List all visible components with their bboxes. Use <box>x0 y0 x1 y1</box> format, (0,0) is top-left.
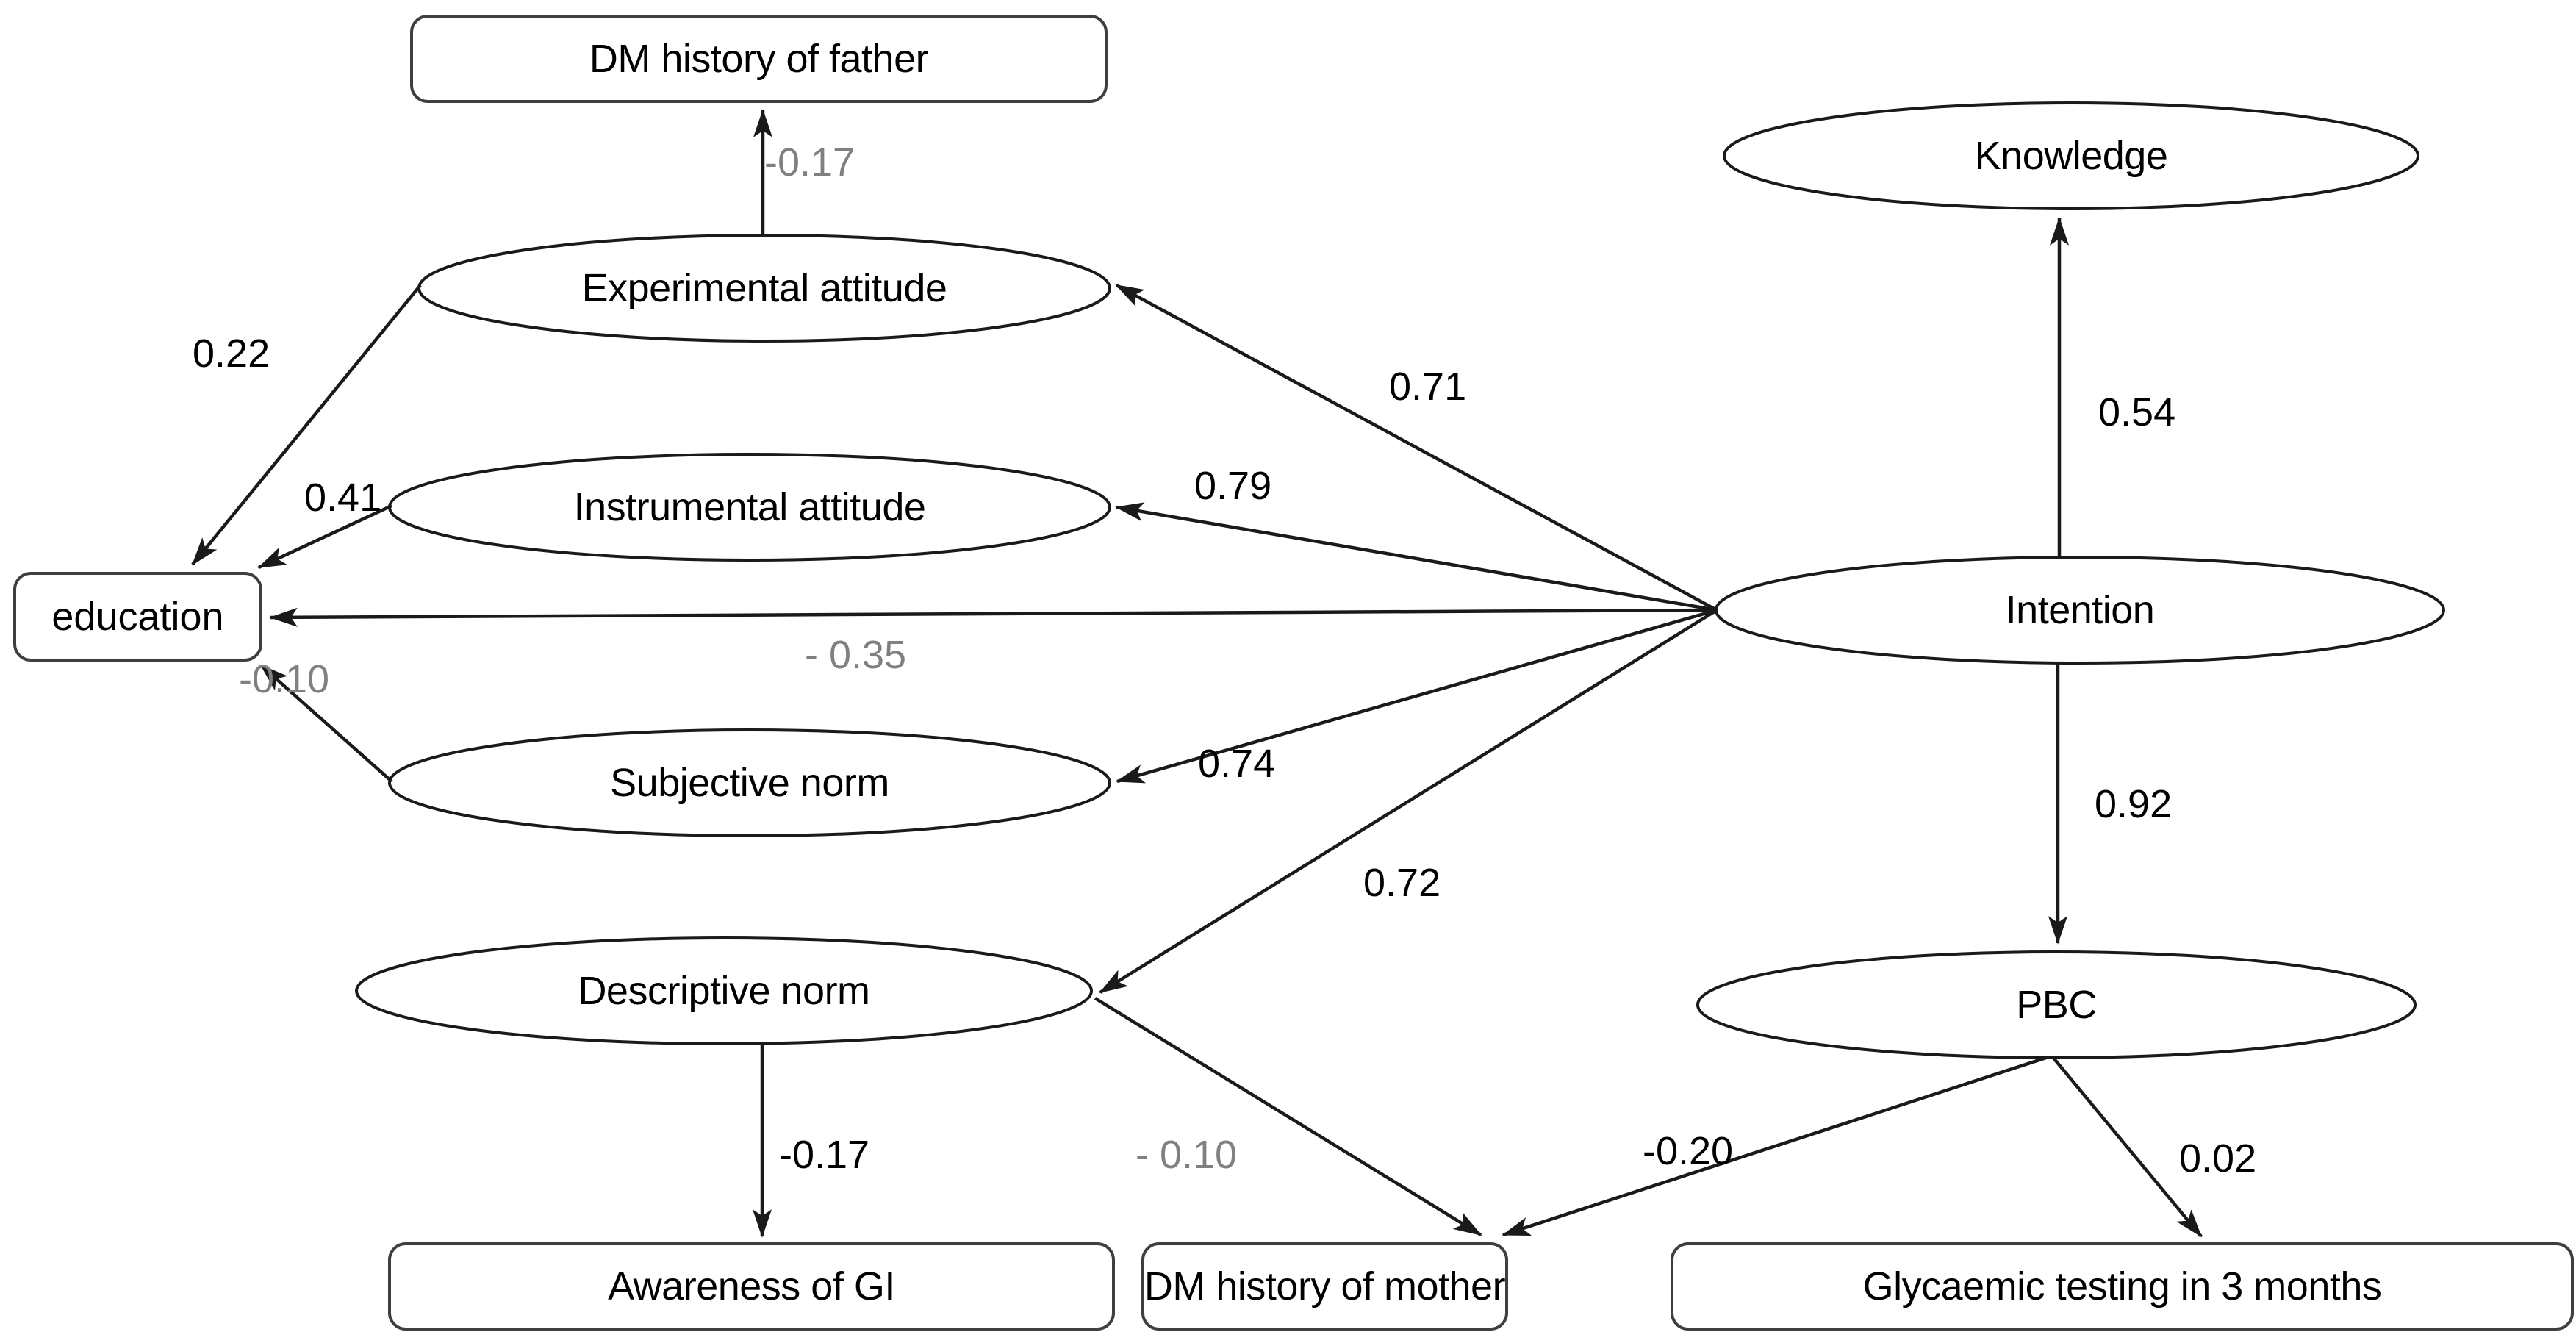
coef-label-subj-norm-to-education: -0.10 <box>239 657 330 701</box>
edge-exp-attitude-to-education[interactable] <box>191 284 422 566</box>
edge-intention-to-instr-attitude[interactable] <box>1115 502 1718 612</box>
edge-intention-to-subj-norm[interactable] <box>1116 608 1718 784</box>
node-shape-instrumental-attitude[interactable] <box>388 453 1111 562</box>
edge-intention-to-desc-norm[interactable] <box>1099 609 1718 994</box>
coef-label-intention-to-subj-norm: 0.74 <box>1198 742 1276 786</box>
node-shape-intention[interactable] <box>1715 556 2445 665</box>
node-shape-awareness-gi[interactable] <box>388 1242 1115 1331</box>
coef-label-intention-to-desc-norm: 0.72 <box>1363 861 1441 905</box>
latent-node-shapes <box>355 101 2445 1059</box>
coef-label-exp-attitude-to-dm-father: -0.17 <box>764 140 855 185</box>
edge-lines <box>191 109 2203 1238</box>
node-shape-knowledge[interactable] <box>1723 101 2419 210</box>
coef-label-pbc-to-glycaemic: 0.02 <box>2179 1136 2257 1181</box>
coef-label-intention-to-exp-attitude: 0.71 <box>1389 365 1467 409</box>
node-shape-education[interactable] <box>13 572 262 662</box>
node-shape-subjective-norm[interactable] <box>388 728 1111 837</box>
edge-desc-norm-to-dm-mother[interactable] <box>1094 997 1482 1236</box>
node-shape-descriptive-norm[interactable] <box>355 936 1093 1045</box>
node-shape-glycaemic-testing[interactable] <box>1671 1242 2574 1331</box>
coef-label-pbc-to-dm-mother: -0.20 <box>1643 1129 1734 1173</box>
node-shape-experimental-attitude[interactable] <box>417 234 1111 343</box>
edge-intention-to-education[interactable] <box>269 607 1718 627</box>
node-shape-dm-history-father[interactable] <box>410 15 1108 103</box>
edge-intention-to-exp-attitude[interactable] <box>1115 284 1718 612</box>
coef-label-instr-attitude-to-education: 0.41 <box>304 476 382 520</box>
node-shape-pbc[interactable] <box>1696 950 2417 1059</box>
node-shape-dm-history-mother[interactable] <box>1141 1242 1508 1331</box>
observed-node-shapes <box>13 15 2574 1331</box>
coef-label-intention-to-education: - 0.35 <box>805 633 907 677</box>
coef-label-intention-to-pbc: 0.92 <box>2095 782 2173 826</box>
coef-label-desc-norm-to-awareness: -0.17 <box>779 1133 870 1177</box>
edge-pbc-to-dm-mother[interactable] <box>1502 1055 2049 1237</box>
edge-instr-attitude-to-education[interactable] <box>257 504 392 570</box>
coef-label-exp-attitude-to-education: 0.22 <box>193 332 270 376</box>
edge-subj-norm-to-education[interactable] <box>259 664 393 783</box>
coef-label-desc-norm-to-dm-mother: - 0.10 <box>1135 1133 1238 1177</box>
edge-pbc-to-glycaemic[interactable] <box>2051 1056 2203 1238</box>
coef-label-intention-to-instr-attitude: 0.79 <box>1194 464 1272 508</box>
coef-label-intention-to-knowledge: 0.54 <box>2098 390 2176 434</box>
